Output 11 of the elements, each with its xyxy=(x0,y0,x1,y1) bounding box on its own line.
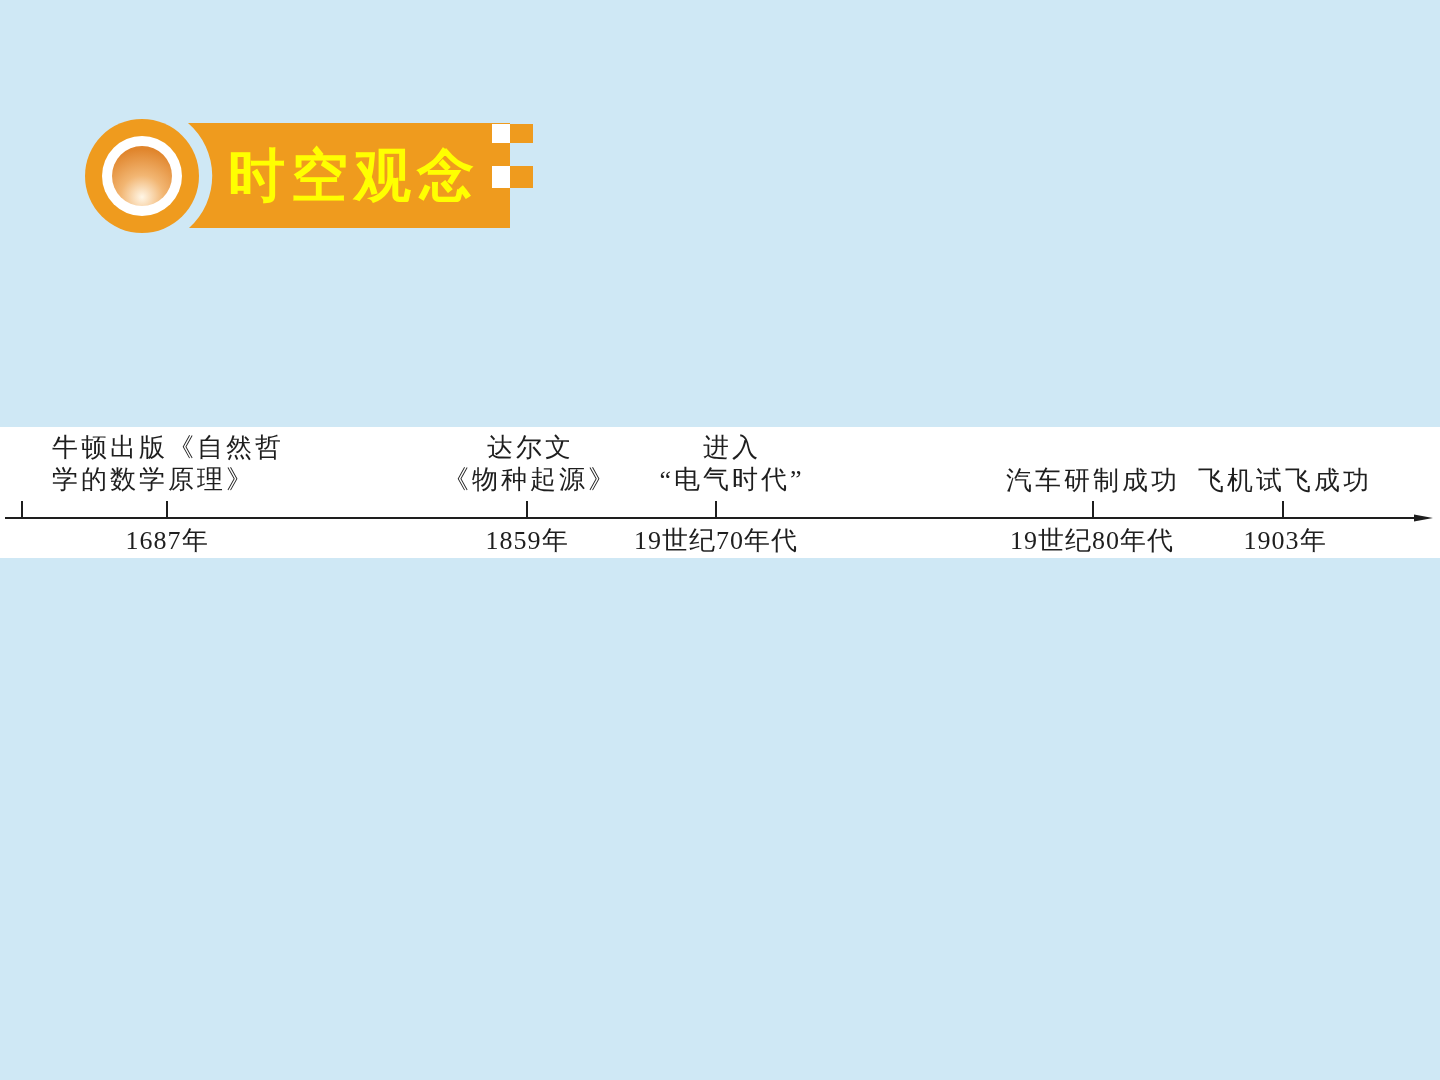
event-label: 达尔文《物种起源》 xyxy=(443,432,617,496)
event-label: 飞机试飞成功 xyxy=(1198,465,1372,497)
date-label: 1687年 xyxy=(125,525,209,557)
event-label: 进入“电气时代” xyxy=(659,432,805,496)
event-label: 汽车研制成功 xyxy=(1006,465,1180,497)
date-label: 1903年 xyxy=(1243,525,1327,557)
date-label: 19世纪70年代 xyxy=(634,525,798,557)
date-label: 19世纪80年代 xyxy=(1010,525,1174,557)
title-banner: 时空观念 xyxy=(188,123,510,228)
event-label: 牛顿出版《自然哲学的数学原理》 xyxy=(52,432,284,496)
date-label: 1859年 xyxy=(485,525,569,557)
